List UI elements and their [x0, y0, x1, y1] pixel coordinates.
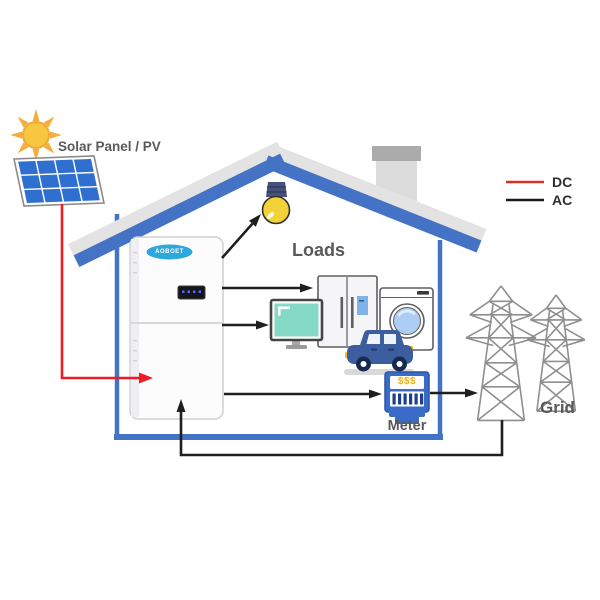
meter-icon [384, 371, 430, 424]
solar-panel-icon [13, 155, 105, 207]
legend-ac-label: AC [552, 192, 573, 208]
ac-arrow-inverter-to-bulb [221, 214, 261, 259]
sun-icon [10, 109, 62, 161]
loads-label: Loads [292, 240, 346, 260]
inverter-display [177, 285, 206, 300]
ac-arrow-inverter-to-fridge [222, 283, 313, 293]
dc-arrowhead [139, 372, 153, 384]
inverter-brand-label: AOBGET [155, 249, 184, 255]
meter-label: Meter [387, 418, 427, 434]
meter-display-value: $$$ [397, 376, 417, 387]
inverter-logo-oval [146, 244, 193, 260]
ac-arrow-inverter-to-computer [222, 320, 269, 330]
dc-wire [60, 204, 153, 384]
grid-label: Grid [540, 398, 575, 417]
grid-towers-icon [466, 286, 585, 420]
car-icon [344, 330, 414, 375]
inverter-battery-unit [129, 236, 224, 420]
computer-icon [269, 298, 324, 349]
ac-arrow-grid-to-inverter [176, 399, 504, 457]
roof-outer-band [68, 141, 487, 256]
ac-arrow-inverter-to-meter [224, 389, 382, 399]
solar-panel-label: Solar Panel / PV [58, 139, 161, 154]
roof-blue-band [73, 153, 482, 268]
legend-dc-label: DC [552, 174, 573, 190]
refrigerator-icon [317, 275, 378, 348]
ac-arrow-meter-to-grid [430, 388, 478, 398]
ac-arrows [176, 214, 504, 457]
light-bulb-icon [261, 182, 291, 225]
house-outline [114, 214, 443, 440]
fridge-note [357, 296, 368, 315]
